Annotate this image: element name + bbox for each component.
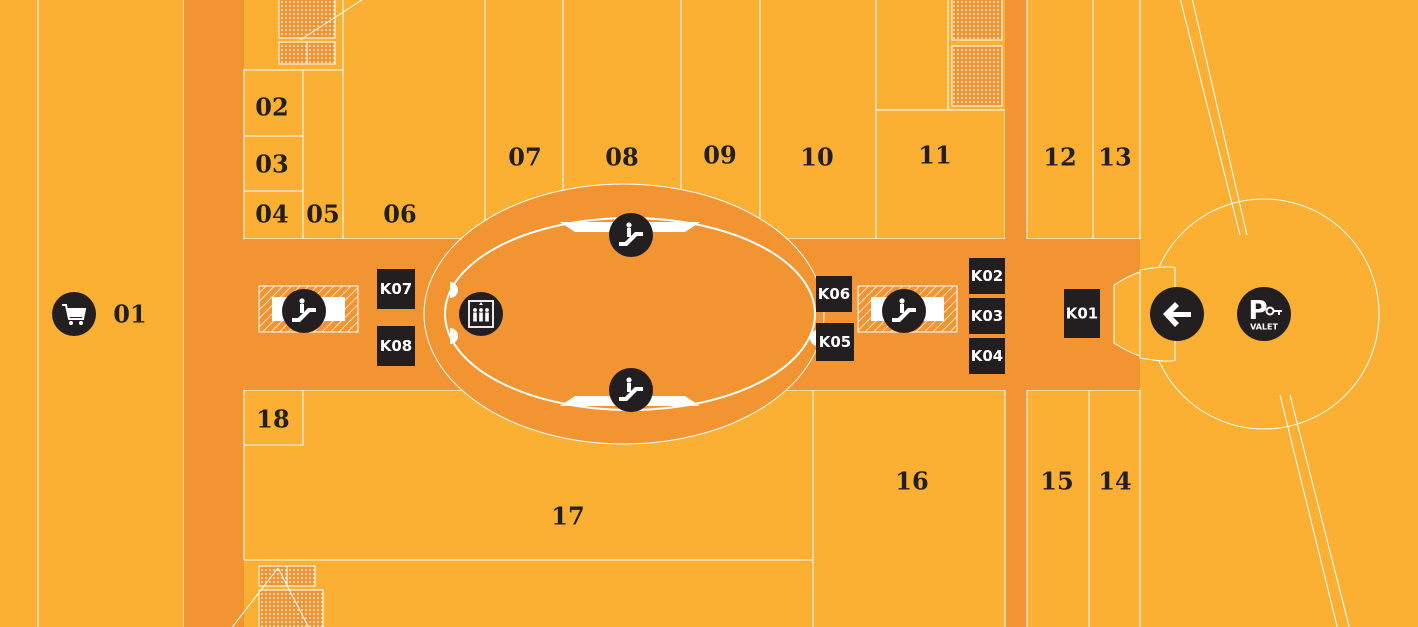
kiosk-label: K02 [971, 267, 1004, 285]
elevator-door-1 [450, 282, 458, 298]
kiosk-label: K07 [380, 280, 413, 298]
escalator-icon-west[interactable] [282, 289, 326, 333]
valet-letter: P [1248, 296, 1267, 326]
stair-grid-nw-2 [278, 41, 308, 65]
stair-grid-sw-3 [258, 589, 324, 627]
road-line-2 [1191, 0, 1248, 236]
escalator-icon-east[interactable] [882, 289, 926, 333]
stair-line-nw [299, 0, 363, 41]
unit-03-area[interactable] [243, 135, 304, 192]
stair-grid-sw [258, 565, 288, 587]
unit-label-02[interactable]: 02 [255, 93, 288, 122]
kiosk-K08[interactable]: K08 [377, 326, 415, 366]
stair-grid-nw-3 [306, 41, 336, 65]
valet-text: VALET [1250, 323, 1278, 332]
unit-label-09[interactable]: 09 [703, 141, 736, 170]
kiosk-label: K05 [819, 333, 852, 351]
stair-line-sw-2 [277, 567, 310, 627]
elevator-door-2 [450, 328, 458, 344]
unit-10-area[interactable] [759, 0, 877, 240]
road-line-1 [1179, 0, 1241, 236]
shopping-cart-icon[interactable] [52, 292, 96, 336]
unit-13-area[interactable] [1092, 0, 1141, 240]
escalator-icon-north[interactable] [609, 213, 653, 257]
kiosk-K01[interactable]: K01 [1064, 289, 1100, 338]
unit-label-08[interactable]: 08 [605, 143, 638, 172]
unit-label-01[interactable]: 01 [113, 300, 146, 329]
kiosk-box [1064, 289, 1100, 338]
unit-label-06[interactable]: 06 [383, 200, 416, 229]
kiosk-box [969, 338, 1005, 374]
kiosk-K07[interactable]: K07 [377, 269, 415, 309]
kiosk-label: K08 [380, 337, 413, 355]
stair-grid-ne [951, 0, 1003, 41]
unit-label-12[interactable]: 12 [1043, 143, 1076, 172]
unit-04-area[interactable] [243, 190, 304, 240]
kiosk-box [969, 258, 1005, 294]
stair-grid-ne-2 [951, 45, 1003, 107]
kiosk-label: K03 [971, 307, 1004, 325]
kiosk-label: K01 [1066, 305, 1099, 323]
unit-label-04[interactable]: 04 [255, 200, 288, 229]
unit-11-upper [875, 0, 949, 111]
road-line-3 [1279, 394, 1338, 627]
corridor-west [184, 0, 244, 627]
unit-14-area[interactable] [1088, 389, 1141, 627]
unit-label-16[interactable]: 16 [895, 467, 928, 496]
escalator-icon-south[interactable] [609, 368, 653, 412]
kiosk-box [816, 323, 854, 361]
unit-15-area[interactable] [1026, 389, 1090, 627]
unit-label-11[interactable]: 11 [918, 141, 951, 170]
unit-label-05[interactable]: 05 [306, 200, 339, 229]
unit-16-area[interactable] [812, 389, 1006, 627]
court-outline [423, 183, 825, 445]
kiosk-K03[interactable]: K03 [969, 298, 1005, 334]
unit-11-area[interactable] [875, 109, 1006, 240]
entrance-arrow-icon[interactable] [1150, 287, 1204, 341]
kiosk-K02[interactable]: K02 [969, 258, 1005, 294]
unit-label-10[interactable]: 10 [800, 143, 833, 172]
kiosk-box [377, 269, 415, 309]
stair-grid-nw [278, 0, 336, 39]
unit-label-07[interactable]: 07 [508, 143, 541, 172]
unit-label-13[interactable]: 13 [1098, 143, 1131, 172]
stair-grid-sw-2 [286, 565, 316, 587]
entrance-doors [1113, 271, 1141, 357]
unit-12-area[interactable] [1026, 0, 1094, 240]
unit-label-15[interactable]: 15 [1040, 467, 1073, 496]
stair-line-sw [231, 567, 279, 627]
unit-label-17[interactable]: 17 [551, 502, 584, 531]
kiosk-K06[interactable]: K06 [816, 276, 852, 312]
kiosk-label: K04 [971, 347, 1004, 365]
kiosk-box [816, 276, 852, 312]
kiosk-box [377, 326, 415, 366]
unit-06-area[interactable] [342, 0, 486, 240]
unit-label-03[interactable]: 03 [255, 150, 288, 179]
unit-label-18[interactable]: 18 [256, 405, 289, 434]
road-line-4 [1289, 394, 1350, 627]
kiosk-box [969, 298, 1005, 334]
kiosk-label: K06 [818, 285, 851, 303]
unit-label-14[interactable]: 14 [1098, 467, 1131, 496]
kiosk-K05[interactable]: K05 [816, 323, 854, 361]
kiosk-K04[interactable]: K04 [969, 338, 1005, 374]
elevator-icon[interactable] [459, 292, 503, 336]
